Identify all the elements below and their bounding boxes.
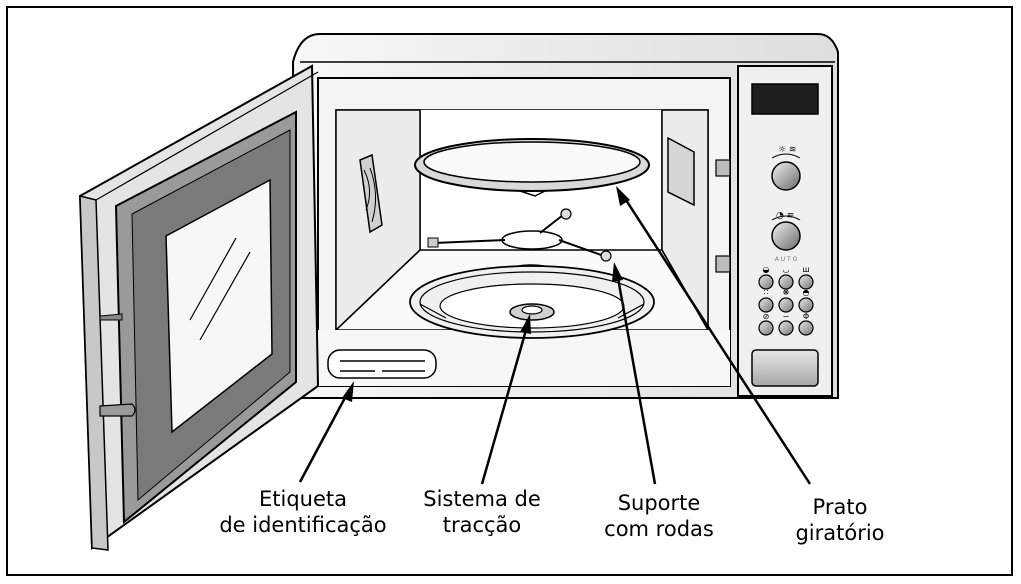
svg-text:◓: ◓ [803, 288, 810, 297]
callout-arrows [298, 186, 812, 485]
arrow-prato [624, 199, 812, 485]
power-knob [771, 161, 801, 191]
roller-ring [409, 265, 655, 339]
svg-text:∽: ∽ [783, 312, 790, 321]
label-prato: Prato giratório [770, 494, 910, 546]
arrowhead-prato [616, 186, 630, 206]
label-sistema: Sistema de tracção [412, 486, 552, 538]
label-sistema-line1: Sistema de [423, 487, 541, 511]
turntable-plate [414, 138, 650, 197]
label-prato-line2: giratório [795, 521, 885, 545]
arrowhead-suporte [612, 262, 623, 282]
svg-text:◡: ◡ [783, 265, 790, 274]
display-screen [751, 83, 819, 115]
arrow-sistema [480, 329, 528, 485]
door-release-button [751, 349, 819, 387]
control-panel: ☼ ≋ ◔ ≡ A U T O ◒ ◡ ш ∷ ❋ ◓ ⊘ ∽ Φ [737, 65, 833, 397]
arrow-suporte [616, 277, 657, 485]
svg-text:∷: ∷ [763, 288, 768, 297]
label-etiqueta: Etiqueta de identificação [198, 486, 408, 538]
svg-text:❋: ❋ [783, 288, 790, 297]
label-etiqueta-line2: de identificação [219, 513, 387, 537]
svg-text:◒: ◒ [763, 265, 770, 274]
label-etiqueta-line1: Etiqueta [259, 487, 347, 511]
id-label-plate [327, 349, 437, 379]
label-sistema-line2: tracção [442, 513, 522, 537]
svg-text:ш: ш [802, 265, 809, 274]
arrow-etiqueta [298, 393, 349, 483]
label-suporte: Suporte com rodas [584, 490, 734, 542]
svg-text:A U T O: A U T O [775, 256, 798, 263]
svg-text:⊘: ⊘ [763, 312, 770, 321]
svg-text:☼ ≋: ☼ ≋ [778, 145, 796, 155]
label-suporte-line2: com rodas [604, 517, 714, 541]
roller-support [427, 208, 612, 262]
label-prato-line1: Prato [812, 495, 868, 519]
timer-knob [771, 221, 801, 251]
label-suporte-line1: Suporte [617, 491, 701, 515]
open-door [78, 64, 320, 551]
arrowhead-sistema [520, 314, 531, 334]
button-grid: ◒ ◡ ш ∷ ❋ ◓ ⊘ ∽ Φ [758, 265, 814, 336]
arrowhead-etiqueta [342, 381, 354, 402]
svg-text:Φ: Φ [803, 312, 809, 321]
